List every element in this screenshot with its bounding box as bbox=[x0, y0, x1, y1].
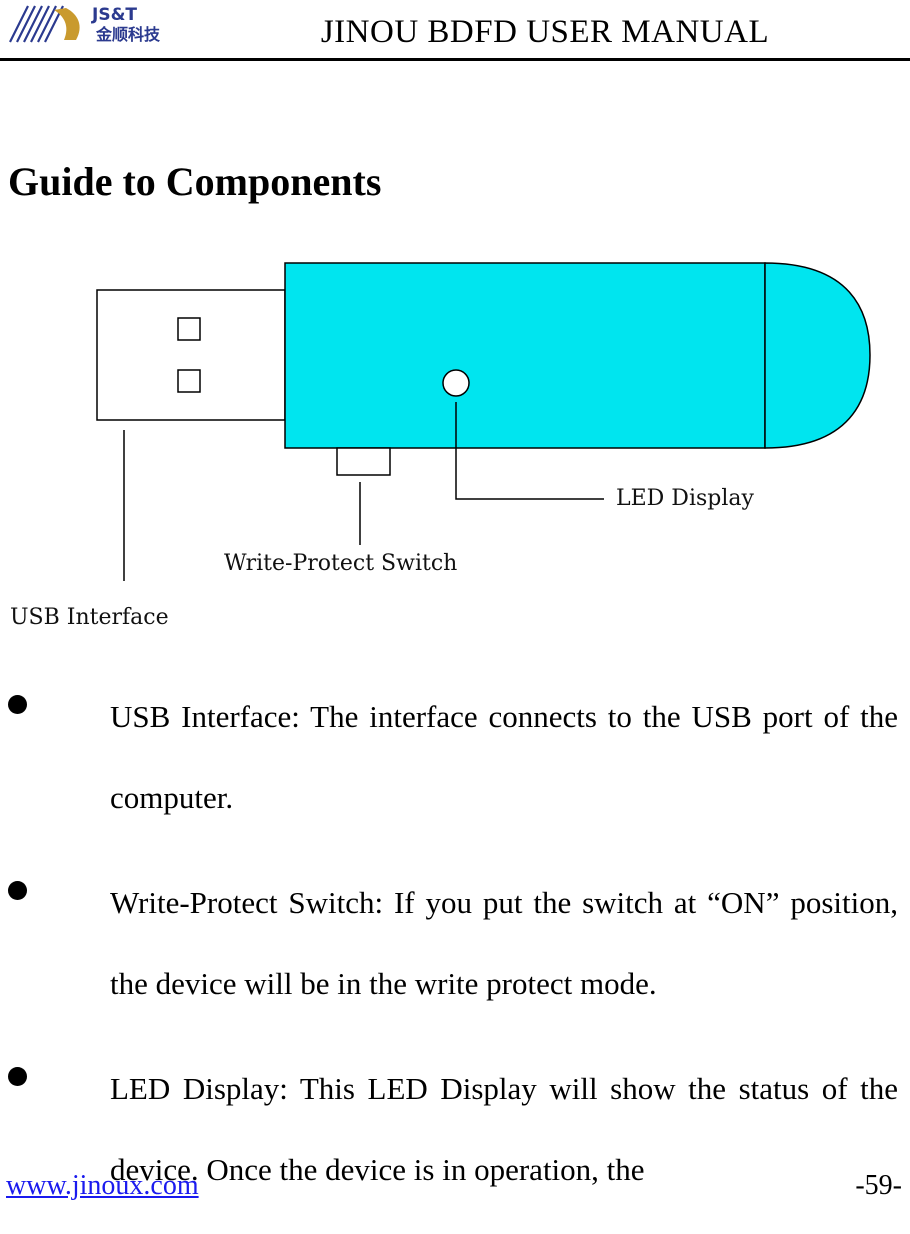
led-leader-line bbox=[455, 402, 604, 500]
list-item: Write-Protect Switch: If you put the swi… bbox=[0, 862, 910, 1048]
led-indicator bbox=[442, 369, 470, 397]
header-rule bbox=[0, 58, 910, 61]
manual-title: JINOU BDFD USER MANUAL bbox=[320, 14, 770, 50]
usb-connector-shape bbox=[96, 289, 286, 421]
company-logo: JS&T 金顺科技 bbox=[9, 5, 161, 44]
usb-contact-top bbox=[177, 317, 201, 341]
usb-contact-bottom bbox=[177, 369, 201, 393]
page-header: JS&T 金顺科技 JINOU BDFD USER MANUAL bbox=[0, 0, 910, 62]
label-write-protect-switch: Write-Protect Switch bbox=[224, 551, 457, 576]
bullet-icon bbox=[8, 1067, 27, 1086]
label-usb-interface: USB Interface bbox=[10, 605, 169, 630]
logo-text-bottom: 金顺科技 bbox=[95, 25, 161, 44]
component-list: USB Interface: The interface connects to… bbox=[0, 676, 910, 1234]
page-number: -59- bbox=[855, 1170, 902, 1201]
list-item-text: USB Interface: The interface connects to… bbox=[110, 699, 898, 815]
usb-device-diagram: USB Interface Write-Protect Switch LED D… bbox=[10, 262, 871, 630]
list-item-text: LED Display: This LED Display will show … bbox=[110, 1071, 898, 1187]
write-protect-switch-shape bbox=[336, 447, 391, 476]
list-item: USB Interface: The interface connects to… bbox=[0, 676, 910, 862]
section-title: Guide to Components bbox=[8, 159, 382, 204]
list-item-text: Write-Protect Switch: If you put the swi… bbox=[110, 885, 898, 1001]
label-led-display: LED Display bbox=[616, 486, 755, 511]
device-cap-shape bbox=[764, 262, 871, 449]
bullet-icon bbox=[8, 881, 27, 900]
website-link[interactable]: www.jinoux.com bbox=[6, 1170, 199, 1201]
list-item: LED Display: This LED Display will show … bbox=[0, 1048, 910, 1234]
device-body-shape bbox=[284, 262, 766, 449]
logo-text-top: JS&T bbox=[91, 5, 137, 25]
bullet-icon bbox=[8, 695, 27, 714]
